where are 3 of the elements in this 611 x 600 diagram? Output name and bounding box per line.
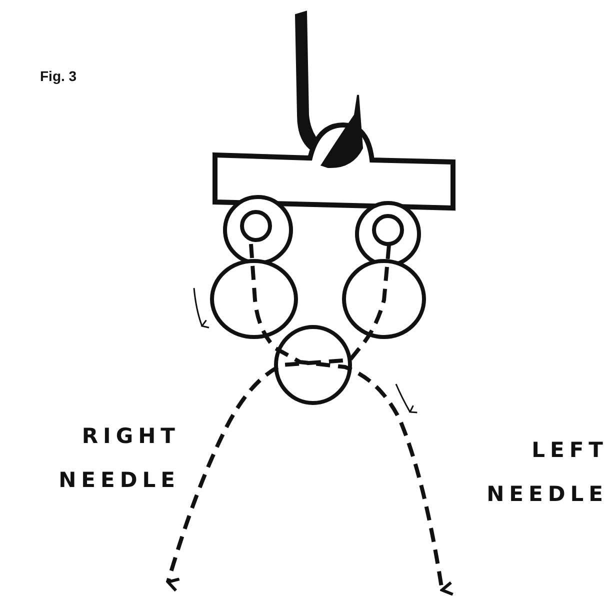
figure-number: Fig. 3 [40, 68, 77, 84]
needle-label: RIGHT NEEDLE [58, 423, 180, 494]
needle-label: LEFT NEEDLE [486, 437, 608, 508]
